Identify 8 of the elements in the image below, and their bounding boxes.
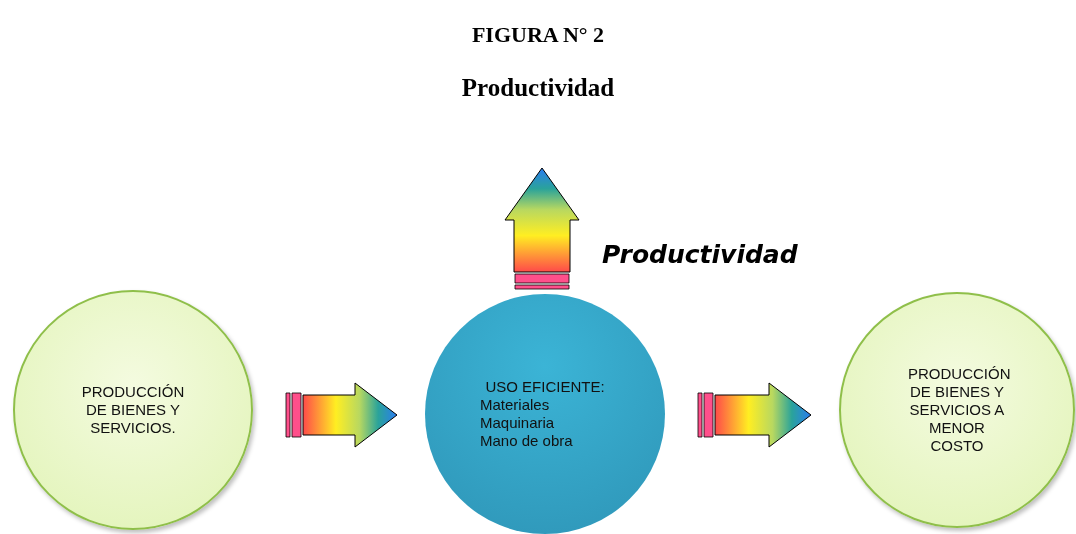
- node-text: USO EFICIENTE:: [484, 378, 606, 396]
- diagram-label: Productividad: [602, 240, 798, 269]
- figure-title: FIGURA N° 2: [470, 22, 606, 48]
- figure-subtitle: Productividad: [460, 74, 616, 102]
- node-text: Maquinaria: [480, 414, 556, 432]
- node-text: Mano de obra: [480, 432, 574, 450]
- node-text: Materiales: [480, 396, 551, 414]
- node-text: PRODUCCIÓN DE BIENES Y SERVICIOS.: [80, 383, 186, 437]
